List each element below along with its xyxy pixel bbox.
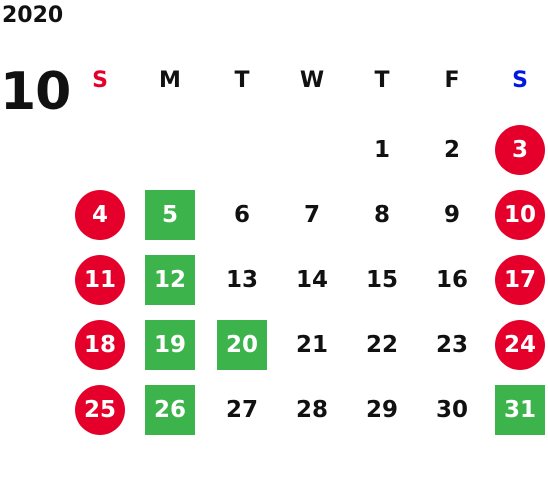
calendar-day-27: 27 — [225, 397, 258, 423]
weekday-sunday: S — [92, 68, 108, 93]
calendar-day-5: 5 — [145, 190, 195, 240]
weekday-monday: M — [159, 68, 181, 93]
calendar-day-11: 11 — [75, 255, 125, 305]
calendar-day-7: 7 — [303, 202, 320, 228]
calendar-day-6: 6 — [233, 202, 250, 228]
weekday-friday: F — [444, 68, 460, 93]
calendar-day-10: 10 — [495, 190, 545, 240]
calendar-day-21: 21 — [295, 332, 328, 358]
calendar-day-22: 22 — [365, 332, 398, 358]
weekday-saturday: S — [512, 68, 528, 93]
calendar-day-26: 26 — [145, 385, 195, 435]
calendar-day-20: 20 — [217, 320, 267, 370]
calendar-day-18: 18 — [75, 320, 125, 370]
calendar-day-28: 28 — [295, 397, 328, 423]
calendar-year: 2020 — [2, 3, 64, 28]
calendar-day-8: 8 — [373, 202, 390, 228]
weekday-wednesday: W — [299, 68, 325, 93]
calendar-day-14: 14 — [295, 267, 328, 293]
calendar-day-29: 29 — [365, 397, 398, 423]
calendar-day-17: 17 — [495, 255, 545, 305]
calendar-day-30: 30 — [435, 397, 468, 423]
calendar-day-31: 31 — [495, 385, 545, 435]
calendar-day-24: 24 — [495, 320, 545, 370]
calendar-day-3: 3 — [495, 125, 545, 175]
calendar-month: 10 — [0, 62, 71, 122]
calendar-day-12: 12 — [145, 255, 195, 305]
weekday-tuesday: T — [234, 68, 250, 93]
calendar-day-25: 25 — [75, 385, 125, 435]
calendar-day-1: 1 — [373, 137, 390, 163]
calendar-day-23: 23 — [435, 332, 468, 358]
calendar-day-19: 19 — [145, 320, 195, 370]
calendar-day-9: 9 — [443, 202, 460, 228]
weekday-thursday: T — [374, 68, 390, 93]
calendar-day-13: 13 — [225, 267, 258, 293]
calendar-day-4: 4 — [75, 190, 125, 240]
calendar-day-16: 16 — [435, 267, 468, 293]
calendar-day-15: 15 — [365, 267, 398, 293]
calendar-day-2: 2 — [443, 137, 460, 163]
